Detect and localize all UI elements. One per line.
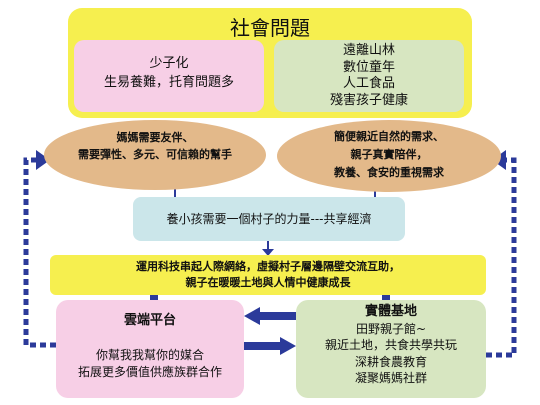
physical-base-box: 實體基地 田野親子館~ 親近土地，共食共學共玩 深耕食農教育 凝聚媽媽社群 (296, 300, 486, 398)
nature-distance-line: 數位童年 (342, 59, 395, 75)
cloud-platform-line: 拓展更多價值供應族群合作 (77, 365, 222, 379)
village-sharing-economy-text: 養小孩需要一個村子的力量---共享經濟 (166, 212, 372, 226)
physical-base-title: 實體基地 (364, 304, 417, 319)
mothers-needs-line: 媽媽需要友伴、 (116, 131, 194, 144)
physical-base-line: 深耕食農教育 (354, 354, 427, 369)
nature-distance-line: 人工食品 (342, 76, 395, 91)
nature-needs-line: 親子真實陪伴， (350, 148, 428, 161)
physical-to-cloud-arrow (244, 307, 296, 325)
nature-distance-line: 遠離山林 (342, 43, 395, 58)
cloud-platform-line: 你幫我我幫你的媒合 (95, 348, 204, 362)
nature-needs-line: 簡便親近自然的需求、 (334, 130, 444, 143)
left-dashed-loop (23, 157, 56, 348)
nature-distance-box: 遠離山林 數位童年 人工食品 殘害孩子健康 (274, 40, 464, 112)
physical-base-line: 田野親子館~ (355, 321, 427, 336)
nature-distance-line: 殘害孩子健康 (329, 92, 408, 108)
nature-needs-line: 教養、食安的重視需求 (334, 166, 444, 179)
left-loop-arrowhead (36, 150, 50, 170)
right-dashed-loop (486, 157, 517, 358)
cloud-platform-title: 雲端平台 (123, 313, 176, 328)
village-sharing-economy-box: 養小孩需要一個村子的力量---共享經濟 (133, 197, 405, 241)
mothers-needs-oval: 媽媽需要友伴、 需要彈性、多元、可信賴的幫手 (44, 120, 266, 190)
physical-base-line: 凝聚媽媽社群 (354, 371, 427, 385)
low-birthrate-line: 少子化 (149, 56, 189, 71)
banner-line: 親子在暖暖土地與人情中健康成長 (185, 276, 351, 289)
mothers-needs-line: 需要彈性、多元、可信賴的幫手 (78, 148, 232, 161)
technology-network-banner: 運用科技串起人際網絡，虛擬村子層邊隔壁交流互助， 親子在暖暖土地與人情中健康成長 (50, 255, 486, 295)
physical-base-line: 親近土地，共食共學共玩 (324, 338, 457, 352)
low-birthrate-box: 少子化 生易養難，托育問題多 (74, 40, 264, 112)
cloud-to-physical-arrow (244, 337, 296, 355)
low-birthrate-line: 生易養難，托育問題多 (103, 75, 234, 90)
cloud-platform-box: 雲端平台 你幫我我幫你的媒合 拓展更多價值供應族群合作 (56, 300, 244, 398)
banner-line: 運用科技串起人際網絡，虛擬村子層邊隔壁交流互助， (136, 260, 400, 273)
nature-needs-oval: 簡便親近自然的需求、 親子真實陪伴， 教養、食安的重視需求 (277, 120, 501, 192)
social-problems-title: 社會問題 (230, 16, 310, 40)
